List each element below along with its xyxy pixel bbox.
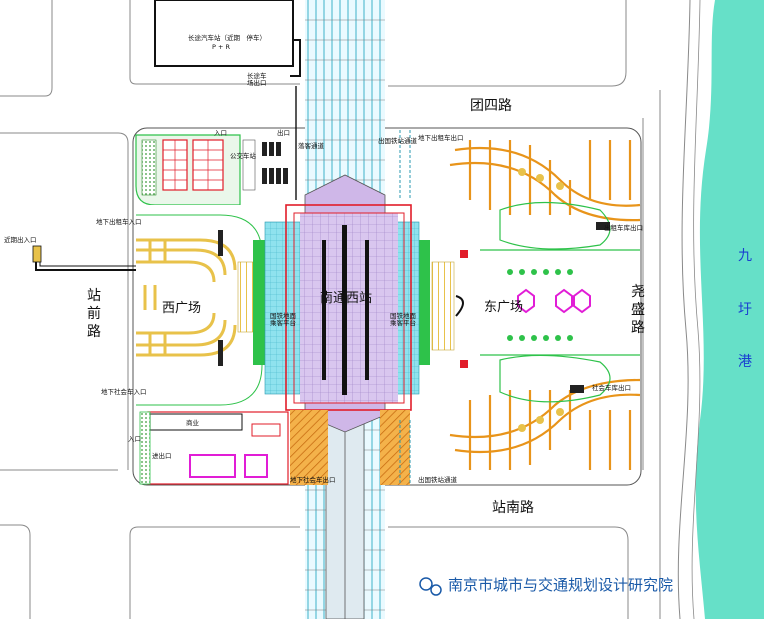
bus-station-building <box>154 0 294 67</box>
road-east-char: 尧 <box>631 284 645 300</box>
road-west-char: 前 <box>87 305 101 322</box>
label-taxi-entrance-west: 地下出租车入口 <box>96 217 142 226</box>
watermark-text: 南京市城市与交通规划设计研究院 <box>448 576 673 594</box>
label-exit-sw: 进出口 <box>152 451 172 460</box>
bus-station-title: 长途汽车站（近期 停车） <box>188 33 266 42</box>
pedestrian-links <box>399 130 411 485</box>
bus-station-sub: P + R <box>212 43 230 51</box>
label-entrance-top: 入口 <box>214 129 227 137</box>
station-label: 南通西站 <box>320 290 372 306</box>
road-label-east: 尧 盛 路 <box>631 284 645 336</box>
label-social-bus-exit-south: 地下社会车出口 <box>290 475 336 484</box>
road-east-char: 路 <box>631 320 645 336</box>
orange-parcel <box>290 410 328 485</box>
watermark: 南京市城市与交通规划设计研究院 <box>419 576 673 596</box>
label-commercial: 商业 <box>186 418 200 427</box>
label-near-entrance: 近期出入口 <box>4 235 37 244</box>
label-east-hall: 国铁地面乘客平台 <box>390 311 417 327</box>
label-coach-exit: 长途车场出口 <box>247 71 267 87</box>
road-outlines <box>0 0 661 619</box>
label-exit-top: 出口 <box>277 128 290 137</box>
west-cyan-hall <box>264 221 301 395</box>
label-social-bus-in: 地下社会车入口 <box>101 387 147 396</box>
river-label: 九 圩 港 <box>738 248 752 370</box>
river-char: 港 <box>738 354 752 370</box>
label-bus-stop: 公交车站 <box>230 151 257 160</box>
east-plaza-label: 东广场 <box>484 300 523 315</box>
label-east-taxi-exit: 出租车库出口 <box>604 223 643 232</box>
label-rail-south-access: 出国铁站通道 <box>418 475 458 484</box>
east-plaza <box>431 140 641 470</box>
river-char: 圩 <box>738 302 752 318</box>
road-label-west: 站 前 路 <box>87 288 101 340</box>
label-entrance-sw: 入口 <box>128 435 141 443</box>
label-rail-north-access: 出国铁站通道 <box>378 136 418 145</box>
road-west-char: 站 <box>87 288 101 304</box>
wechat-icon <box>419 577 442 596</box>
road-east-char: 盛 <box>631 302 645 318</box>
west-plaza-label: 西广场 <box>162 301 201 316</box>
river <box>695 0 764 619</box>
label-west-hall: 国铁地面乘客平台 <box>270 311 297 327</box>
label-taxi-exit-north: 地下出租车出口 <box>418 133 464 142</box>
west-green-strip <box>253 240 265 365</box>
road-label-south: 站南路 <box>492 500 534 516</box>
bus-connector <box>290 39 301 77</box>
road-label-north: 团四路 <box>470 98 512 114</box>
river-char: 九 <box>738 248 752 264</box>
road-west-char: 路 <box>87 324 101 340</box>
east-green-strip <box>418 240 430 365</box>
label-short-stop: 落客通道 <box>298 141 325 150</box>
label-social-bus-out: 社会车库出口 <box>592 383 631 392</box>
west-access-line <box>35 255 140 271</box>
nw-parking <box>135 134 288 206</box>
south-commercial <box>139 410 410 485</box>
